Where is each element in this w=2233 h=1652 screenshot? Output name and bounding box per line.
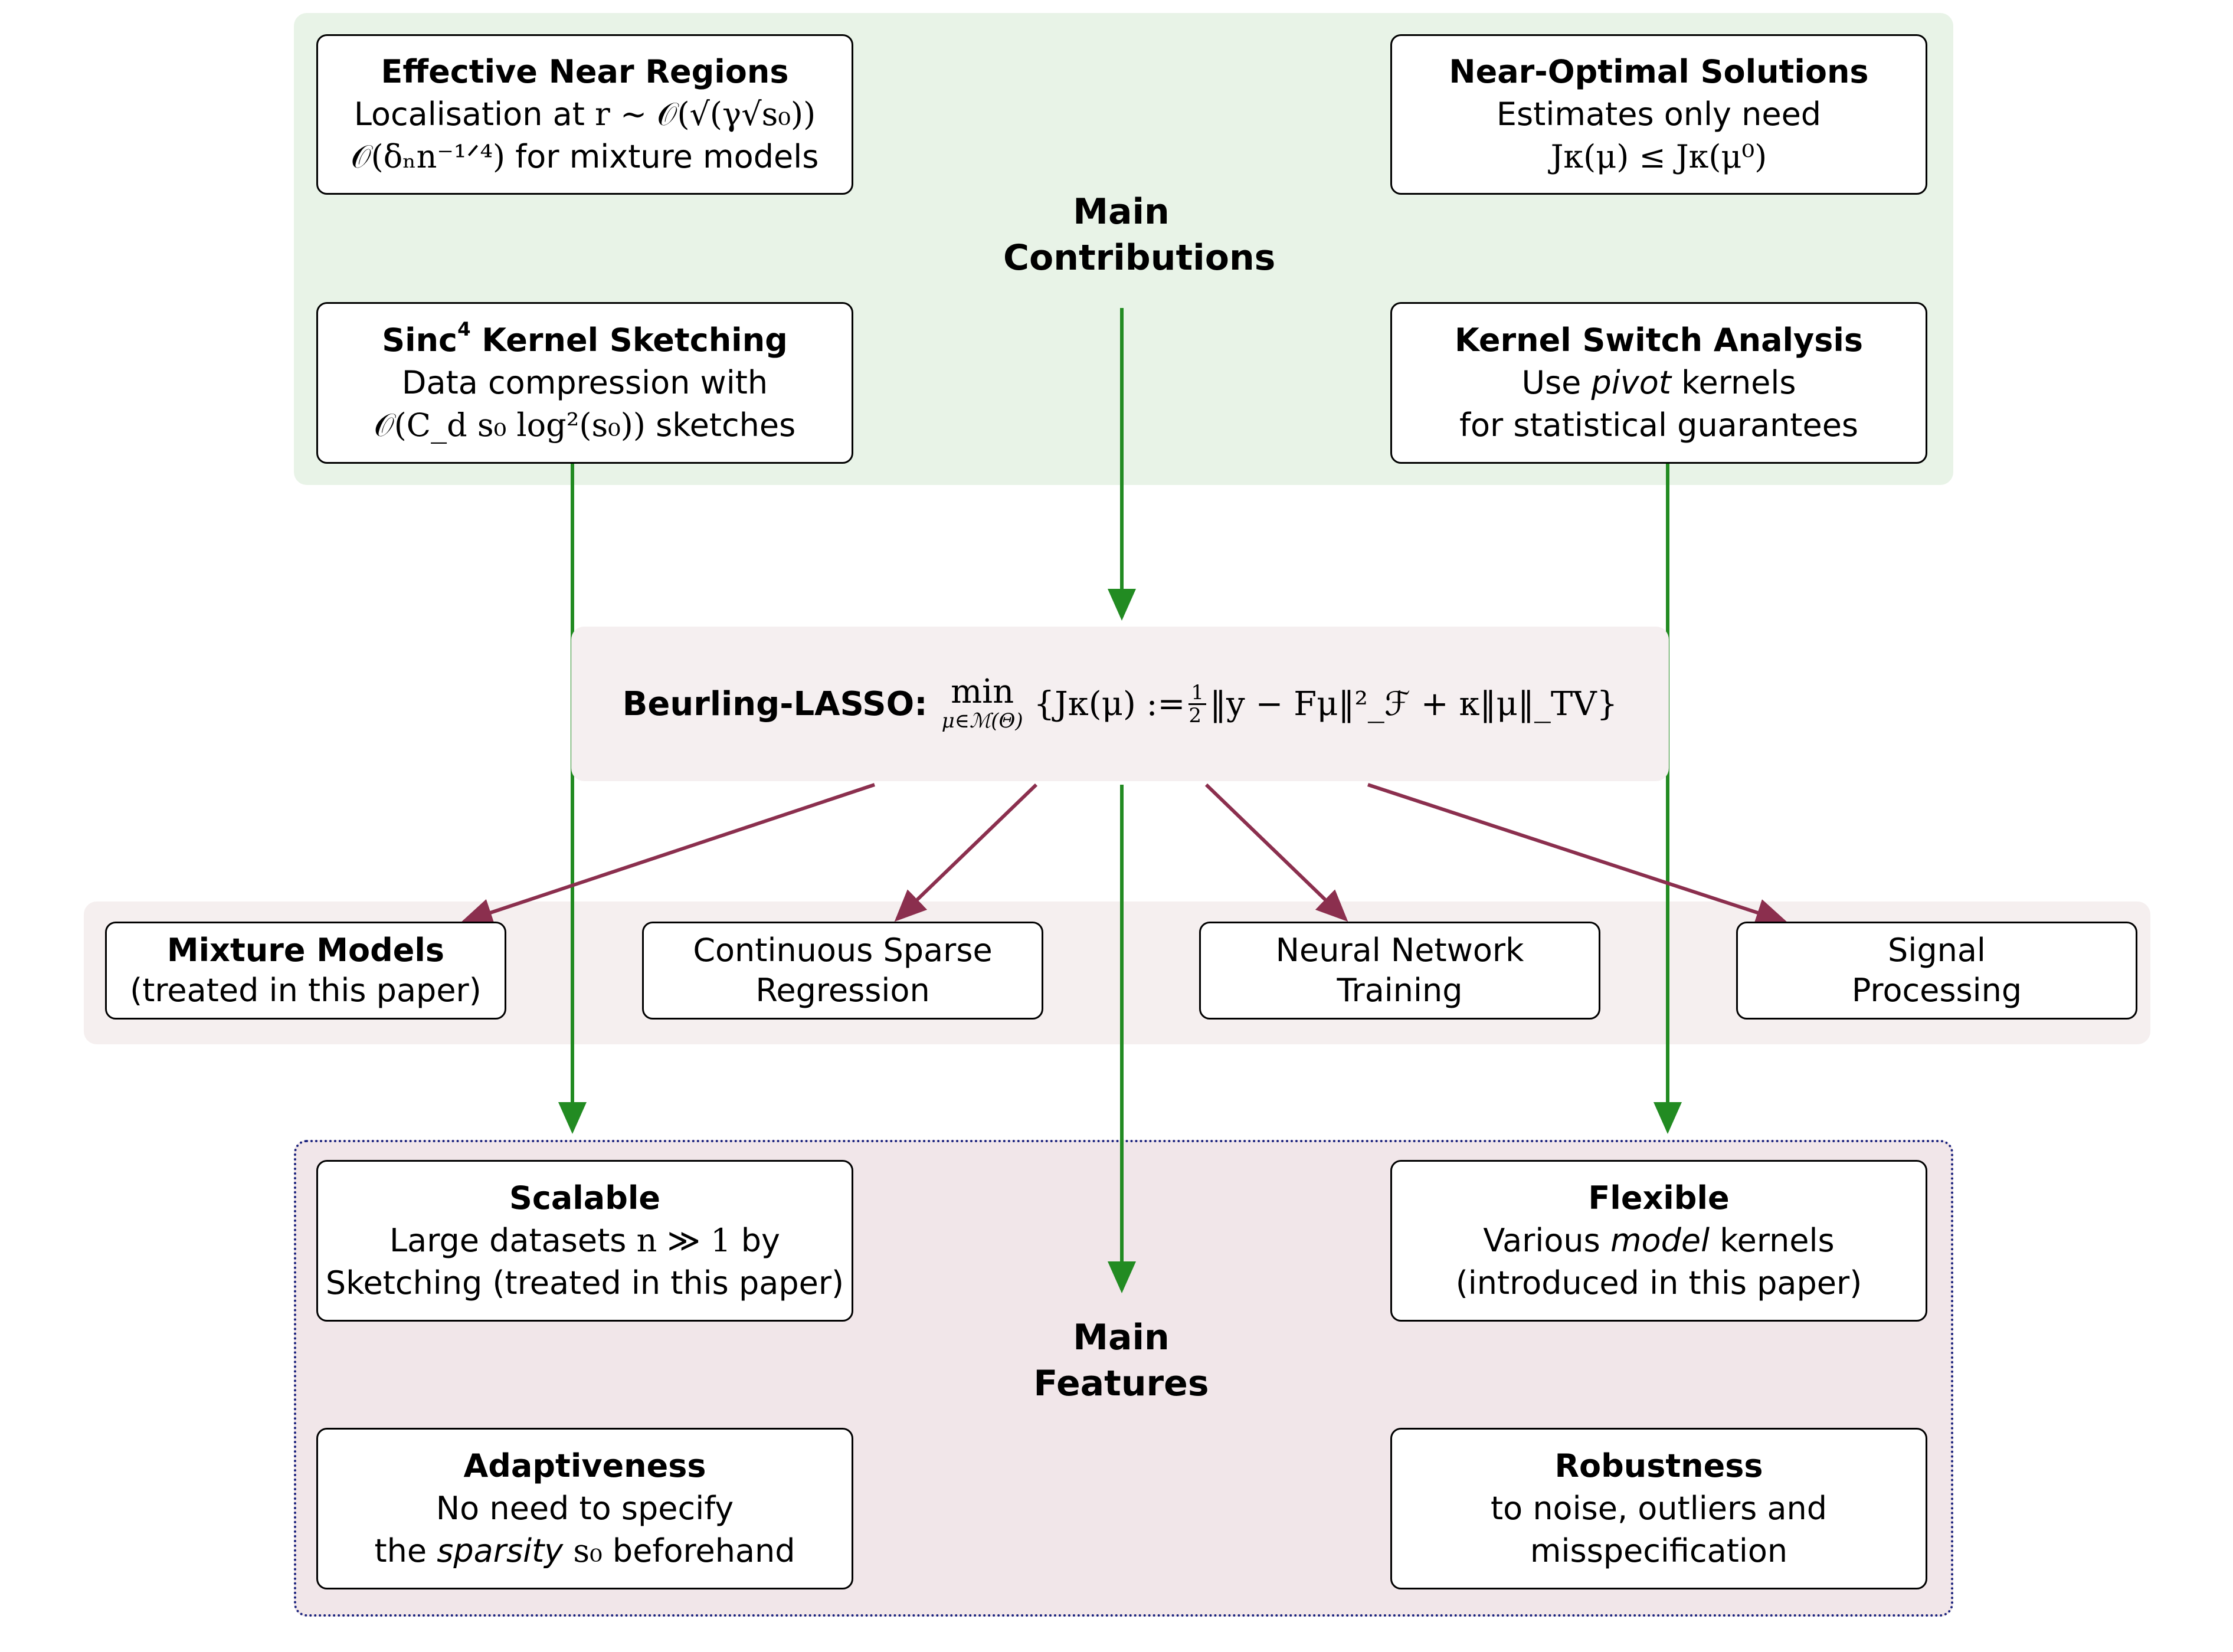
main-contributions-label: Main Contributions xyxy=(1003,191,1276,278)
objective-part-b: ‖y − Fμ‖²_ℱ + κ‖μ‖_TV} xyxy=(1210,684,1618,723)
beurling-lasso-label: Beurling-LASSO: xyxy=(622,684,928,723)
near-regions-title: Effective Near Regions xyxy=(381,53,789,90)
arrow-to-signal-processing xyxy=(1367,783,1788,926)
arrow-to-neural-network xyxy=(1204,783,1348,922)
model-word: model xyxy=(1610,1222,1710,1259)
flexible-title: Flexible xyxy=(1588,1179,1730,1217)
adaptiveness-line1: No need to specify xyxy=(436,1490,734,1527)
near-optimal-math: Jκ(μ) ≤ Jκ(μ⁰) xyxy=(1550,138,1767,175)
sinc-kernel-math: 𝒪(C_d s₀ log²(s₀)) xyxy=(374,407,646,444)
sparsity-word: sparsity xyxy=(437,1532,564,1569)
app-signal-processing: Signal Processing xyxy=(1736,922,2137,1020)
adaptiveness-box: Adaptiveness No need to specify the spar… xyxy=(316,1428,853,1589)
scalable-math: n ≫ 1 xyxy=(636,1222,731,1259)
flexible-line2: (introduced in this paper) xyxy=(1455,1264,1862,1302)
near-regions-rate: 𝒪(δₙn⁻¹ᐟ⁴) xyxy=(351,138,506,175)
kernel-switch-line2: for statistical guarantees xyxy=(1459,407,1859,444)
sinc-kernel-title: Sinc4 Kernel Sketching xyxy=(382,318,788,359)
near-regions-math: r ∼ 𝒪(√(γ√s₀)) xyxy=(595,96,816,133)
scalable-title: Scalable xyxy=(509,1179,661,1217)
sinc-kernel-line1: Data compression with xyxy=(401,364,768,401)
robustness-line1: to noise, outliers and xyxy=(1490,1490,1828,1527)
sinc-kernel-box: Sinc4 Kernel Sketching Data compression … xyxy=(316,302,853,464)
robustness-title: Robustness xyxy=(1554,1447,1763,1484)
app-neural-network-training: Neural Network Training xyxy=(1199,922,1600,1020)
near-optimal-box: Near-Optimal Solutions Estimates only ne… xyxy=(1390,34,1927,195)
robustness-line2: misspecification xyxy=(1530,1532,1788,1569)
arrow-to-continuous-sparse xyxy=(894,783,1038,922)
kernel-switch-title: Kernel Switch Analysis xyxy=(1454,322,1864,359)
pivot-word: pivot xyxy=(1591,364,1671,401)
main-features-label: Main Features xyxy=(1033,1317,1209,1404)
near-regions-rate-text: for mixture models xyxy=(505,138,819,175)
sinc-kernel-text: sketches xyxy=(645,407,796,444)
near-optimal-line1: Estimates only need xyxy=(1496,96,1822,133)
scalable-box: Scalable Large datasets n ≫ 1 by Sketchi… xyxy=(316,1160,853,1322)
kernel-switch-box: Kernel Switch Analysis Use pivot kernels… xyxy=(1390,302,1927,464)
scalable-line2: Sketching (treated in this paper) xyxy=(325,1264,844,1302)
min-operator: min μ∈ℳ(Θ) xyxy=(941,673,1023,733)
app-continuous-sparse-regression: Continuous Sparse Regression xyxy=(642,922,1043,1020)
flexible-box: Flexible Various model kernels (introduc… xyxy=(1390,1160,1927,1322)
beurling-lasso-box: Beurling-LASSO: min μ∈ℳ(Θ) {Jκ(μ) := 1 2… xyxy=(571,627,1669,781)
robustness-box: Robustness to noise, outliers and misspe… xyxy=(1390,1428,1927,1589)
objective-part-a: {Jκ(μ) := xyxy=(1033,684,1186,723)
near-regions-text: Localisation at xyxy=(353,96,595,133)
arrow-to-mixture-models xyxy=(460,783,875,926)
near-regions-box: Effective Near Regions Localisation at r… xyxy=(316,34,853,195)
adaptiveness-title: Adaptiveness xyxy=(463,1447,706,1484)
near-optimal-title: Near-Optimal Solutions xyxy=(1449,53,1869,90)
half-fraction: 1 2 xyxy=(1188,682,1207,726)
app-mixture-models: Mixture Models (treated in this paper) xyxy=(105,922,506,1020)
